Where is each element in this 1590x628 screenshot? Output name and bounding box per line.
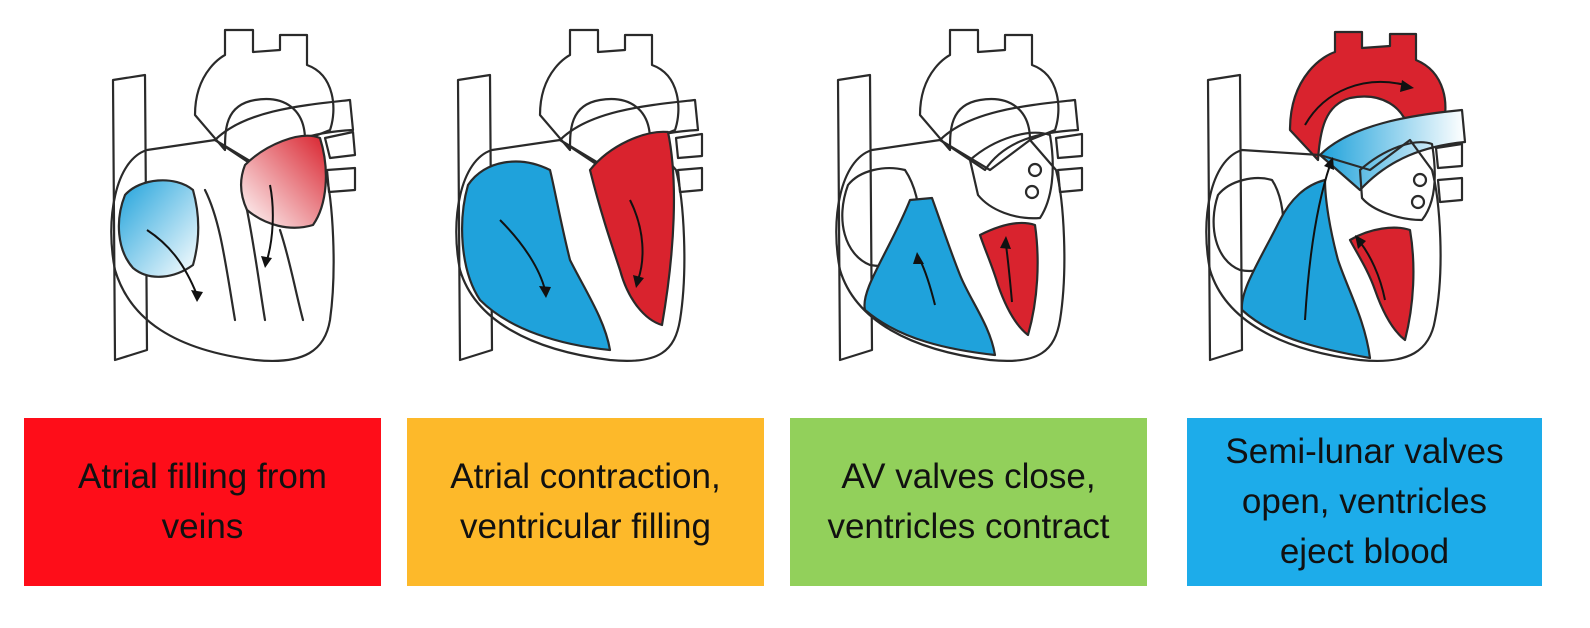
stage-2-label-box: Atrial contraction, ventricular filling xyxy=(407,418,764,586)
stage-3-label-box: AV valves close, ventricles contract xyxy=(790,418,1147,586)
heart-stage-2-atrial-contraction xyxy=(440,20,750,390)
stage-1-label-box: Atrial filling from veins xyxy=(24,418,381,586)
heart-stage-3-ventricular-contraction xyxy=(820,20,1130,390)
heart-stage-4-ventricular-ejection xyxy=(1200,20,1510,390)
heart-stage-1-atrial-filling xyxy=(75,20,385,390)
stage-3-label: AV valves close, ventricles contract xyxy=(827,457,1110,546)
stage-4-label: Semi-lunar valves open, ventricles eject… xyxy=(1225,432,1504,571)
stage-2-label: Atrial contraction, ventricular filling xyxy=(450,457,721,546)
stage-4-label-box: Semi-lunar valves open, ventricles eject… xyxy=(1187,418,1542,586)
stage-1-label: Atrial filling from veins xyxy=(78,457,327,546)
